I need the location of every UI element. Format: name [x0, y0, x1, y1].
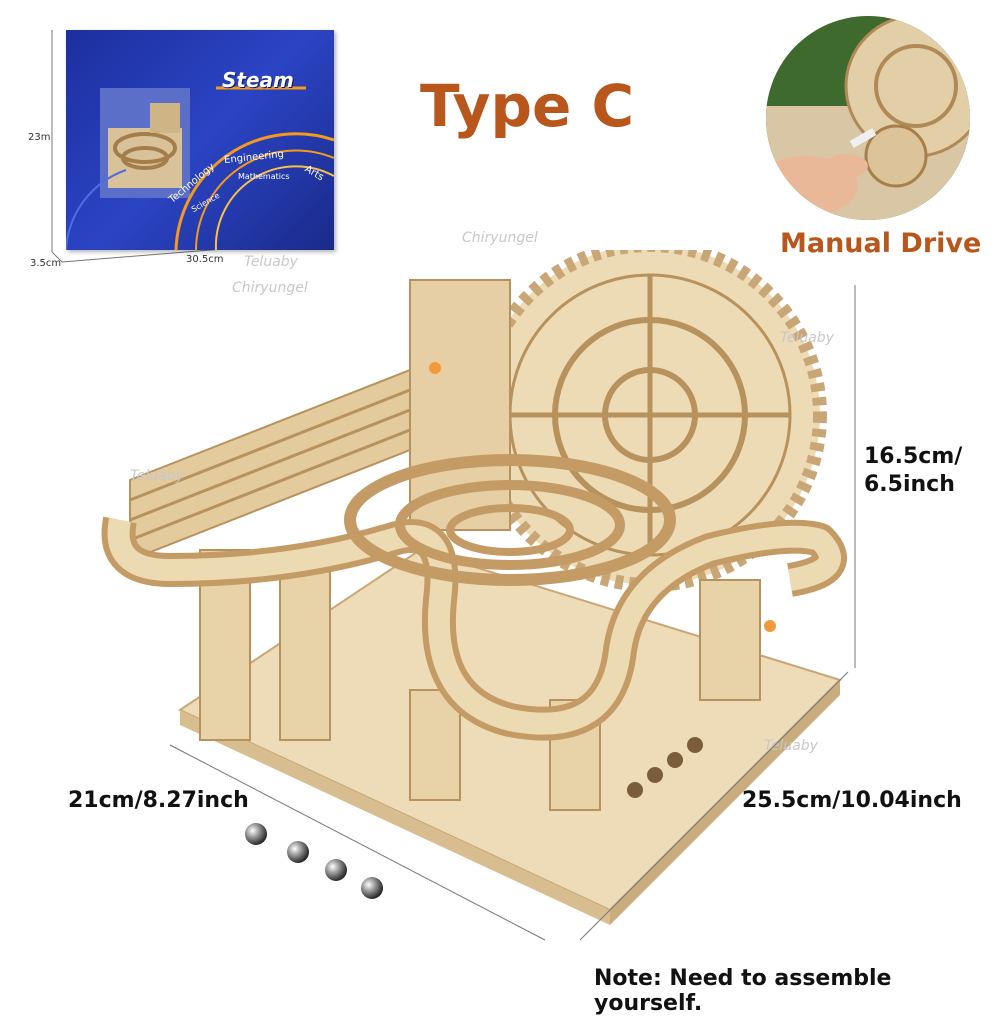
width-dimension-label: 21cm/8.27inch [68, 788, 249, 813]
box-height-label: 23m [28, 132, 51, 143]
marble-run-model-image [101, 250, 847, 925]
watermark: Teluaby [780, 330, 834, 346]
box-dimension-diagram: 23m 3.5cm 30.5cm Steam Technology Engine… [0, 0, 360, 280]
box-inset-model [108, 103, 182, 188]
steel-balls [245, 823, 383, 899]
product-title: Type C [420, 72, 635, 140]
track-inner [107, 517, 841, 735]
base-plate-edge-right [610, 680, 840, 925]
watermark: Teluaby [130, 468, 184, 484]
height-dimension-line2: 6.5inch [864, 472, 955, 497]
box-width-label: 30.5cm [186, 254, 224, 265]
manual-drive-label: Manual Drive [780, 228, 982, 259]
height-dimension-line1: 16.5cm/ [864, 444, 963, 469]
steel-ball [245, 823, 267, 845]
support-pillar [699, 579, 761, 701]
length-dimension-label: 25.5cm/10.04inch [742, 788, 962, 813]
base-hole [627, 782, 643, 798]
steel-ball [361, 877, 383, 899]
box-inset-photo [100, 88, 190, 198]
box-depth-label: 3.5cm [30, 258, 62, 269]
base-hole [667, 752, 683, 768]
watermark: Chiryungel [232, 280, 308, 296]
watermark: Teluaby [244, 254, 298, 270]
support-pillar [409, 689, 461, 801]
box-word-mathematics: Mathematics [238, 172, 290, 181]
base-plate-edge-left [180, 710, 610, 925]
spiral-track [344, 454, 676, 586]
box-arc-graphics [66, 86, 334, 250]
product-box-image: Steam Technology Engineering Arts Scienc… [66, 30, 334, 250]
watermark: Chiryungel [462, 230, 538, 246]
steel-ball [325, 859, 347, 881]
base-hole [647, 767, 663, 783]
box-brand: Steam [222, 68, 294, 92]
assembly-note: Note: Need to assemble yourself. [594, 966, 892, 1016]
steel-ball [287, 841, 309, 863]
base-hole [687, 737, 703, 753]
